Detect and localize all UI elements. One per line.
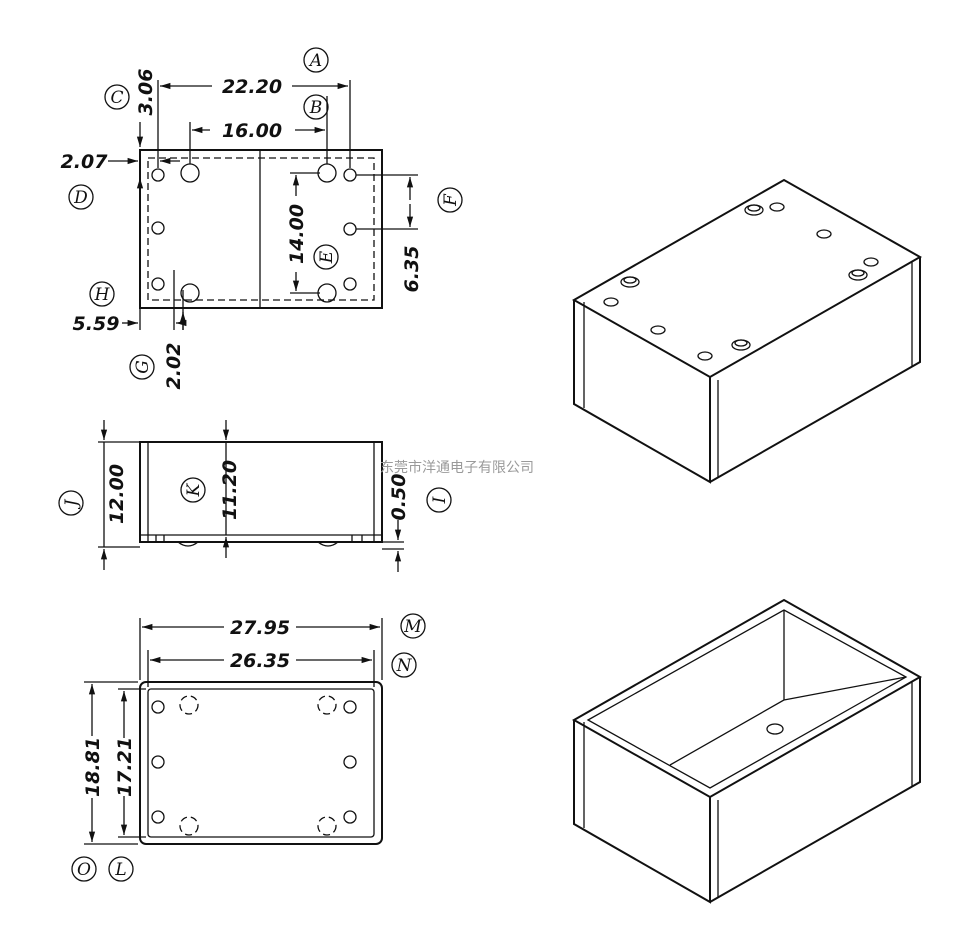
svg-text:B: B — [309, 98, 323, 118]
iso-left-face — [573, 300, 711, 484]
iso-open-rim-inner — [586, 609, 908, 789]
iso-top-face — [571, 178, 923, 379]
top-view-holes — [151, 163, 357, 303]
dim-e: 14.00 — [286, 204, 308, 264]
dim-a: 22.20 — [222, 76, 282, 98]
dim-m: 27.95 — [230, 617, 290, 639]
svg-text:I: I — [430, 496, 450, 504]
label-o: O — [71, 856, 97, 882]
dim-i: 0.50 — [388, 474, 410, 521]
dim-f: 6.35 — [401, 246, 423, 293]
svg-text:E: E — [317, 250, 337, 264]
svg-text:L: L — [114, 860, 126, 880]
dim-b: 16.00 — [222, 120, 282, 142]
iso-open-cavity — [669, 610, 907, 766]
watermark: 东莞市洋通电子有限公司 — [380, 459, 534, 476]
bottom-view: 27.95 M 26.35 N 18.81 O 17.21 L — [71, 613, 426, 882]
svg-text:F: F — [441, 193, 461, 207]
label-b: B — [303, 94, 329, 120]
label-f: F — [437, 187, 463, 213]
dim-h: 5.59 — [73, 313, 120, 335]
bottom-view-holes — [151, 695, 357, 836]
dim-n: 26.35 — [230, 650, 290, 672]
dim-l: 17.21 — [114, 737, 136, 797]
label-a: A — [303, 47, 329, 73]
top-view-outline — [139, 149, 383, 309]
label-g: G — [129, 354, 155, 380]
iso-open-left-face — [573, 720, 711, 904]
bottom-view-outer — [139, 681, 383, 845]
top-view-inner-dashed — [147, 157, 375, 301]
svg-text:K: K — [184, 482, 204, 497]
dim-d: 2.07 — [61, 151, 109, 173]
label-k: K — [180, 477, 206, 503]
iso-view-top — [571, 178, 923, 484]
svg-text:C: C — [110, 88, 123, 108]
label-e: E — [313, 244, 339, 270]
dim-j: 12.00 — [106, 464, 128, 524]
label-j: J — [58, 490, 84, 516]
label-d: D — [68, 184, 94, 210]
label-l: L — [108, 856, 134, 882]
iso-open-right-face — [709, 677, 921, 903]
iso-right-face — [709, 257, 921, 483]
label-c: C — [104, 84, 130, 110]
dim-o: 18.81 — [82, 737, 104, 797]
label-n: N — [391, 652, 417, 678]
dim-k: 11.20 — [219, 460, 241, 520]
svg-text:D: D — [73, 188, 88, 208]
svg-text:N: N — [396, 656, 413, 676]
bottom-view-inner — [147, 688, 375, 838]
side-view-outline — [139, 441, 383, 543]
dim-c: 3.06 — [135, 69, 157, 116]
top-view: 22.20 A 16.00 B 3.06 C 2.07 D 14.00 E 6.… — [61, 47, 463, 390]
iso-open-hole — [766, 723, 784, 735]
svg-text:H: H — [94, 285, 111, 305]
svg-text:G: G — [133, 360, 153, 374]
iso-view-open — [571, 598, 923, 904]
label-i: I — [426, 487, 452, 513]
svg-text:A: A — [308, 51, 322, 71]
svg-text:O: O — [77, 860, 91, 880]
iso-top-holes — [603, 202, 879, 361]
dim-g: 2.02 — [163, 343, 185, 390]
svg-text:J: J — [62, 498, 82, 509]
side-view: 12.00 J 11.20 K 0.50 I — [58, 420, 452, 572]
svg-text:M: M — [403, 617, 422, 637]
label-m: M — [400, 613, 426, 639]
label-h: H — [89, 281, 115, 307]
